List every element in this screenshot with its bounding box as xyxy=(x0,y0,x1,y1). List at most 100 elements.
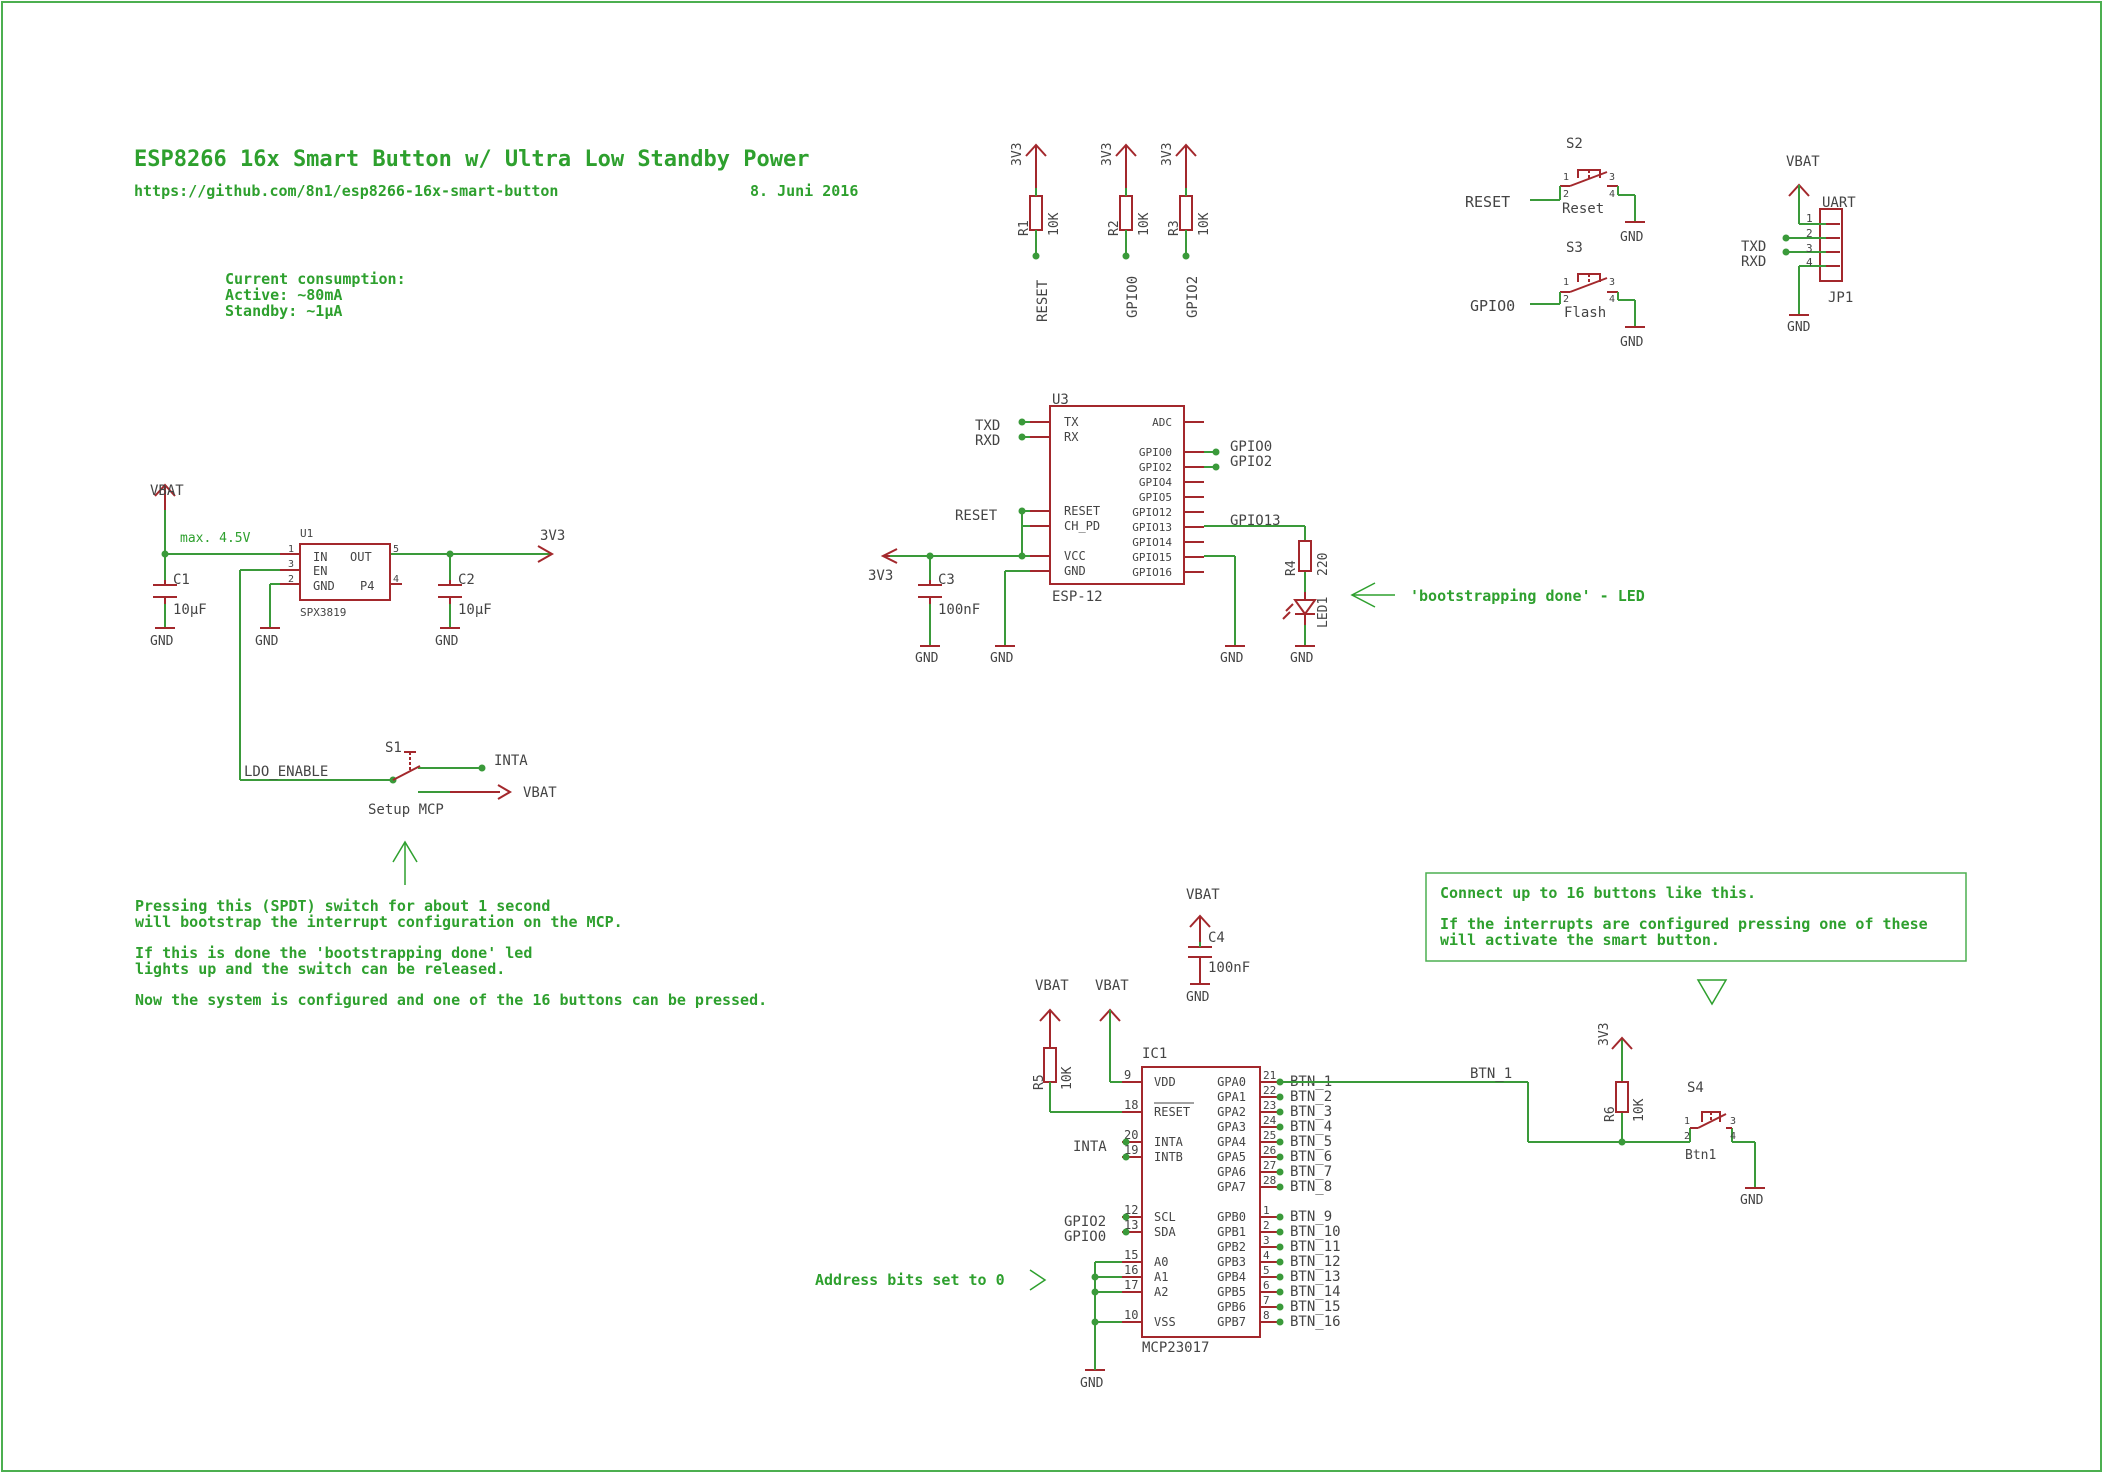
s3-name: Flash xyxy=(1564,305,1606,321)
uart-pin1: 1 xyxy=(1806,212,1813,225)
project-url[interactable]: https://github.com/8n1/esp8266-16x-smart… xyxy=(134,182,558,200)
esp-right-pin-label: GPIO2 xyxy=(1139,461,1172,474)
s4-pin2: 2 xyxy=(1684,1131,1690,1142)
ldo-wires xyxy=(164,510,550,793)
mcp-btn-junction xyxy=(1276,1288,1284,1296)
schematic-date: 8. Juni 2016 xyxy=(750,182,858,200)
c1-value: 10µF xyxy=(173,602,207,618)
mcp-right-pin-label: GPA3 xyxy=(1217,1120,1246,1134)
mcp-left-pin-label: VSS xyxy=(1154,1315,1176,1329)
btn-circuit xyxy=(1611,1036,1765,1189)
s2-pin3: 3 xyxy=(1609,172,1615,183)
uart-rxd: RXD xyxy=(1741,254,1766,270)
esp-gnd-1: GND xyxy=(915,651,939,666)
consumption-heading: Current consumption: xyxy=(225,270,406,288)
mcp-btn-net-label: BTN_2 xyxy=(1290,1089,1332,1105)
switch-labels: S2 Reset RESET GND 1 2 3 4 S3 Flash GPIO… xyxy=(1465,136,1644,350)
r2-ref: R2 xyxy=(1107,220,1122,236)
esp-right-pin-names: ADCGPIO0GPIO2GPIO4GPIO5GPIO12GPIO13GPIO1… xyxy=(1132,416,1172,579)
ldo-gnd-3: GND xyxy=(435,634,459,649)
s3-ref: S3 xyxy=(1566,240,1583,256)
mcp-btn-junction xyxy=(1276,1123,1284,1131)
r4-value: 220 xyxy=(1316,553,1331,576)
r5-ref: R5 xyxy=(1032,1074,1047,1090)
r6-value: 10K xyxy=(1632,1098,1647,1122)
mcp-btn-junction xyxy=(1276,1228,1284,1236)
mcp-right-pin-label: GPA1 xyxy=(1217,1090,1246,1104)
ldo-pin-en: EN xyxy=(313,564,327,578)
mcp-left-pin-number: 13 xyxy=(1124,1218,1138,1232)
uart-labels: VBAT UART JP1 TXD RXD GND 1 2 3 4 xyxy=(1741,154,1856,335)
esp-junctions xyxy=(926,418,1220,560)
esp-right-pin-label: GPIO13 xyxy=(1132,521,1172,534)
btn-gnd: GND xyxy=(1740,1193,1764,1208)
s2-pin1: 1 xyxy=(1563,172,1569,183)
mcp-right-pin-number: 25 xyxy=(1263,1129,1276,1142)
ldo-pin-in: IN xyxy=(313,550,327,564)
r2-net: GPIO0 xyxy=(1125,276,1141,318)
mcp-right-pin-number: 21 xyxy=(1263,1069,1276,1082)
mcp-right-pin-number: 2 xyxy=(1263,1219,1270,1232)
c2-value: 10µF xyxy=(458,602,492,618)
mcp-btn-net-label: BTN_10 xyxy=(1290,1224,1341,1240)
ldo-junctions xyxy=(161,550,486,784)
s4-pin1: 1 xyxy=(1684,1116,1690,1127)
c3-ref: C3 xyxy=(938,572,955,588)
esp-gnd-4: GND xyxy=(1290,651,1314,666)
mcp-right-pin-label: GPA6 xyxy=(1217,1165,1246,1179)
esp-gnd-3: GND xyxy=(1220,651,1244,666)
mcp23017-chip xyxy=(1141,1066,1261,1338)
s4-ref: S4 xyxy=(1687,1080,1704,1096)
mcp-right-pin-label: GPB3 xyxy=(1217,1255,1246,1269)
esp-pin-labels: U3 ESP-12 xyxy=(1052,392,1103,605)
mcp-sda-net: GPIO0 xyxy=(1064,1229,1106,1245)
r1-ref: R1 xyxy=(1017,220,1032,236)
consumption-standby: Standby: ~1µA xyxy=(225,302,342,320)
r1-supply: 3V3 xyxy=(1010,143,1025,166)
led-note-arrow xyxy=(1350,582,1395,608)
s3-gnd: GND xyxy=(1620,335,1644,350)
led1-ref: LED1 xyxy=(1316,597,1331,628)
mcp-labels: VBAT C4 100nF GND VBAT R5 10K VBAT IC1 M… xyxy=(1032,887,1764,1391)
mcp-right-pin-number: 24 xyxy=(1263,1114,1277,1127)
esp-right-pin-label: ADC xyxy=(1152,416,1172,429)
ldo-enable-net: LDO_ENABLE xyxy=(244,764,328,780)
mcp-right-pin-label: GPA2 xyxy=(1217,1105,1246,1119)
r1-net: RESET xyxy=(1035,279,1051,322)
esp-left-pin-label: GND xyxy=(1064,564,1086,578)
mcp-btn-junction xyxy=(1276,1108,1284,1116)
connect-note-line1: Connect up to 16 buttons like this. xyxy=(1440,884,1756,902)
mcp-ref: IC1 xyxy=(1142,1046,1167,1062)
mcp-btn-net-label: BTN_12 xyxy=(1290,1254,1341,1270)
c4-value: 100nF xyxy=(1208,960,1250,976)
mcp-btn-net-label: BTN_6 xyxy=(1290,1149,1332,1165)
mcp-left-pin-label: A1 xyxy=(1154,1270,1168,1284)
mcp-right-pin-label: GPA4 xyxy=(1217,1135,1246,1149)
mcp-btn-junction xyxy=(1276,1213,1284,1221)
s3-pin1: 1 xyxy=(1563,277,1569,288)
ldo-num-5: 5 xyxy=(393,544,399,555)
mcp-right-pin-number: 22 xyxy=(1263,1084,1276,1097)
esp-gnd-2: GND xyxy=(990,651,1014,666)
ldo-labels: VBAT max. 4.5V U1 SPX3819 IN EN GND OUT … xyxy=(150,483,565,818)
s2-net: RESET xyxy=(1465,193,1510,211)
mcp-btn-net-label: BTN_9 xyxy=(1290,1209,1332,1225)
mcp-right-pin-number: 26 xyxy=(1263,1144,1276,1157)
mcp-btn-junction xyxy=(1276,1168,1284,1176)
s1-ref: S1 xyxy=(385,740,402,756)
ldo-num-3: 3 xyxy=(288,559,294,570)
mcp-scl-net: GPIO2 xyxy=(1064,1214,1106,1230)
mcp-btn-net-label: BTN_4 xyxy=(1290,1119,1332,1135)
esp-left-pin-label: CH_PD xyxy=(1064,519,1100,533)
mcp-left-pin-label: INTB xyxy=(1154,1150,1183,1164)
connect-note-line2: If the interrupts are configured pressin… xyxy=(1440,915,1928,933)
ldo-num-2: 2 xyxy=(288,574,294,585)
schematic-title: ESP8266 16x Smart Button w/ Ultra Low St… xyxy=(134,147,810,172)
setup-note-arrow xyxy=(392,840,418,885)
mcp-btn-junction xyxy=(1276,1138,1284,1146)
mcp-right-pin-label: GPA5 xyxy=(1217,1150,1246,1164)
pullup-wires xyxy=(1035,188,1187,256)
uart-pin4: 4 xyxy=(1806,256,1813,269)
mcp-right-pin-label: GPB4 xyxy=(1217,1270,1246,1284)
